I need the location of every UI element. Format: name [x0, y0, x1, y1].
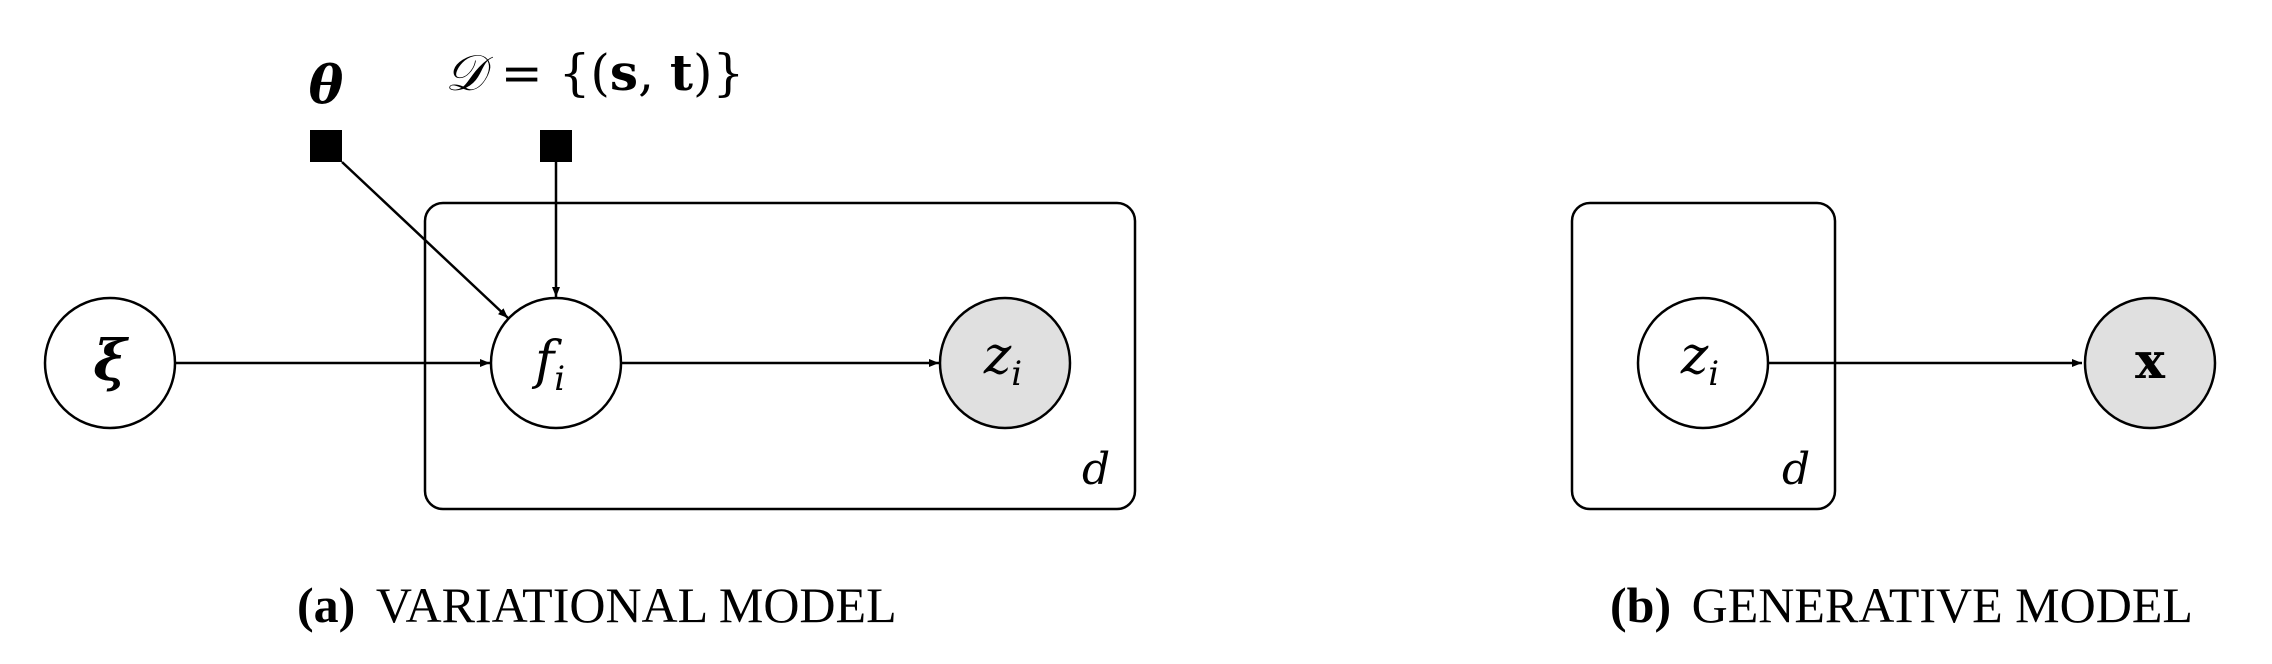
node-x-label: x — [2135, 331, 2166, 390]
edge-theta-to-f — [341, 161, 509, 319]
node-f-circle — [489, 296, 623, 430]
node-z-variational-symbol: z — [983, 326, 1012, 386]
dataset-s: s — [610, 43, 638, 102]
dataset-comma: , — [638, 44, 670, 102]
variational-model-panel: d θ 𝒟 = {(s, t)} ξ fi zi — [43, 43, 1137, 633]
node-z-generative-label: zi — [1680, 326, 1719, 394]
variational-caption-tag: (a) — [297, 577, 355, 633]
dataset-eq: = {( — [485, 44, 610, 102]
variational-plate-label: d — [1082, 444, 1110, 495]
node-z-variational-circle — [938, 296, 1072, 430]
generative-caption-tag: (b) — [1610, 577, 1671, 633]
generative-caption: (b) GENERATIVE MODEL — [1610, 577, 2193, 633]
dataset-param-square — [540, 130, 572, 162]
theta-param-square — [310, 130, 342, 162]
node-z-variational-subscript: i — [1011, 354, 1022, 394]
generative-plate — [1570, 201, 1837, 511]
dataset-label: 𝒟 = {(s, t)} — [445, 43, 744, 102]
generative-caption-text: GENERATIVE MODEL — [1692, 577, 2193, 633]
node-z-variational: zi — [938, 296, 1072, 430]
node-z-generative-subscript: i — [1708, 354, 1719, 394]
dataset-t: t — [670, 43, 693, 102]
theta-label: θ — [309, 55, 344, 116]
node-x-circle — [2083, 296, 2217, 430]
node-f: fi — [489, 296, 623, 430]
variational-caption-text: VARIATIONAL MODEL — [376, 577, 897, 633]
node-xi-label: ξ — [93, 328, 129, 394]
node-z-variational-label: zi — [983, 326, 1022, 394]
node-x: x — [2083, 296, 2217, 430]
variational-plate — [423, 201, 1137, 511]
dataset-close: )} — [693, 44, 744, 102]
node-xi: ξ — [43, 296, 177, 430]
node-z-generative-symbol: z — [1680, 326, 1709, 386]
generative-plate-label: d — [1782, 444, 1810, 495]
node-z-generative: zi — [1636, 296, 1770, 430]
variational-caption: (a) VARIATIONAL MODEL — [297, 577, 897, 633]
generative-model-panel: d zi x (b) GENERATIVE MODEL — [1570, 201, 2217, 633]
node-xi-circle — [43, 296, 177, 430]
node-f-subscript: i — [554, 359, 565, 399]
node-z-generative-circle — [1636, 296, 1770, 430]
